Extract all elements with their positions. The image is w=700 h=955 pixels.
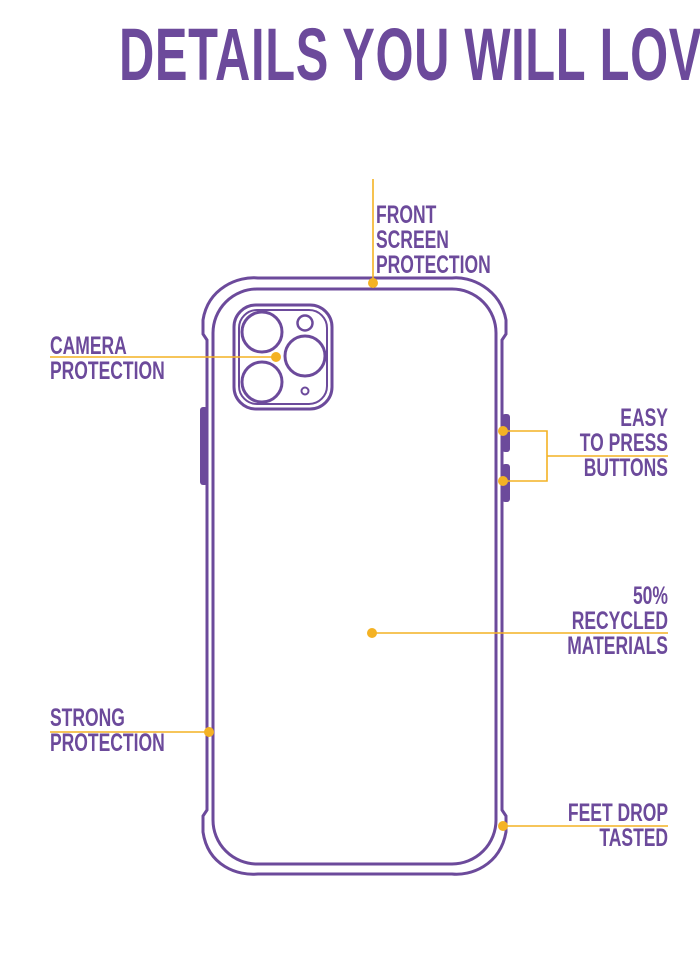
callout-strong: STRONG PROTECTION (50, 681, 214, 756)
callout-buttons-text: EASY TO PRESS BUTTONS (579, 404, 668, 482)
dot-button-lower (498, 476, 508, 486)
dot-button-upper (498, 426, 508, 436)
case-outline (201, 276, 508, 876)
callout-buttons: EASY TO PRESS BUTTONS (542, 381, 668, 481)
callout-drop-text: FEET DROP TASTED (567, 799, 668, 852)
left-side-button (200, 407, 208, 485)
callout-front-screen-text: FRONT SCREEN PROTECTION (376, 201, 491, 279)
callout-strong-text: STRONG PROTECTION (50, 704, 165, 757)
callout-recycled: 50% RECYCLED MATERIALS (524, 559, 668, 659)
callout-camera-text: CAMERA PROTECTION (50, 332, 165, 385)
callout-camera: CAMERA PROTECTION (50, 309, 214, 384)
phone-case-illustration (200, 276, 510, 876)
callout-recycled-text: 50% RECYCLED MATERIALS (567, 582, 668, 660)
camera-lens-bottom-left (240, 360, 284, 404)
callout-lines (50, 179, 668, 827)
callout-drop: FEET DROP TASTED (525, 776, 668, 851)
dot-drop (498, 821, 508, 831)
dot-front-screen (368, 278, 378, 288)
dot-recycled (367, 628, 377, 638)
dot-camera (271, 352, 281, 362)
callout-dots (204, 278, 508, 831)
case-inner-rim (211, 287, 498, 866)
dot-strong (204, 727, 214, 737)
camera-lens-top-left (240, 310, 284, 354)
callout-front-screen: FRONT SCREEN PROTECTION (376, 178, 540, 278)
camera-lens-right (283, 334, 327, 378)
camera-mic (300, 386, 310, 396)
camera-flash (296, 314, 314, 332)
